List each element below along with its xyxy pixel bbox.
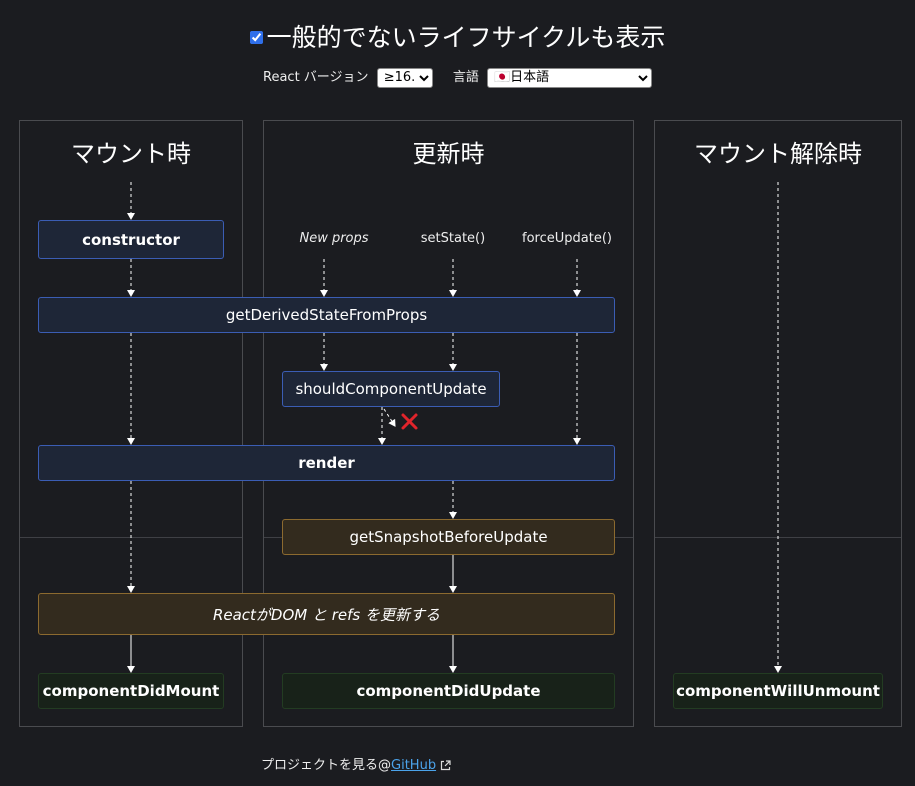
component-did-mount-node[interactable]: componentDidMount xyxy=(38,673,224,709)
controls-bar: React バージョン ≥16.4 言語 🇯🇵日本語 xyxy=(0,67,915,89)
header-title: 一般的でないライフサイクルも表示 xyxy=(0,20,915,56)
footer-project-text: プロジェクトを見る@ xyxy=(261,758,392,773)
component-will-unmount-node[interactable]: componentWillUnmount xyxy=(673,673,883,709)
mounting-title: マウント時 xyxy=(71,140,191,168)
get-snapshot-before-update-node[interactable]: getSnapshotBeforeUpdate xyxy=(282,519,615,555)
unmounting-title: マウント解除時 xyxy=(694,140,862,168)
constructor-node[interactable]: constructor xyxy=(38,220,224,259)
component-did-update-node[interactable]: componentDidUpdate xyxy=(282,673,615,709)
show-uncommon-checkbox[interactable] xyxy=(249,31,263,44)
updating-title: 更新時 xyxy=(412,140,485,168)
react-updates-dom-node[interactable]: ReactがDOM と refs を更新する xyxy=(38,593,615,635)
show-uncommon-label: 一般的でないライフサイクルも表示 xyxy=(266,23,666,52)
language-label: 言語 xyxy=(452,70,479,85)
should-component-update-node[interactable]: shouldComponentUpdate xyxy=(282,371,500,407)
language-select[interactable]: 🇯🇵日本語 xyxy=(486,67,652,88)
version-label: React バージョン xyxy=(263,70,369,85)
get-derived-state-from-props-node[interactable]: getDerivedStateFromProps xyxy=(38,297,615,333)
external-link-icon xyxy=(440,760,451,771)
render-node[interactable]: render xyxy=(38,445,615,481)
mounting-panel: マウント時 xyxy=(19,120,243,727)
github-link[interactable]: GitHub xyxy=(391,758,437,773)
unmounting-panel: マウント解除時 xyxy=(654,120,902,727)
trigger-set-state: setState() xyxy=(420,231,486,246)
trigger-force-update: forceUpdate() xyxy=(522,231,612,246)
phase-divider xyxy=(20,537,242,538)
trigger-new-props: New props xyxy=(299,231,369,246)
updating-panel: 更新時 xyxy=(263,120,634,727)
footer: プロジェクトを見る@GitHub xyxy=(261,756,451,776)
version-select[interactable]: ≥16.4 xyxy=(376,67,433,88)
phase-divider xyxy=(655,537,901,538)
